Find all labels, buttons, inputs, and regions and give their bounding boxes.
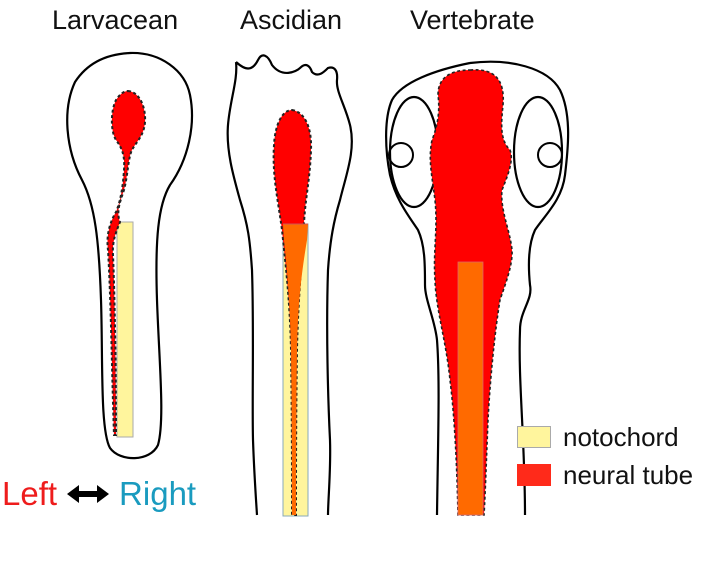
larvacean-embryo	[66, 51, 194, 460]
legend-label: notochord	[563, 421, 679, 452]
ascidian-overlap	[283, 224, 308, 515]
legend-item-notochord: notochord	[517, 418, 693, 456]
legend-label: neural tube	[563, 459, 694, 490]
left-label: Left	[2, 475, 58, 512]
legend: notochord neural tube	[517, 418, 693, 494]
ascidian-embryo	[226, 54, 353, 517]
left-right-axis-label: Left Right	[2, 474, 196, 514]
vertebrate-embryo	[385, 60, 570, 516]
ascidian-body-outline	[226, 54, 353, 516]
title-vertebrate: Vertebrate	[410, 5, 535, 35]
larvacean-notochord	[116, 221, 134, 438]
title-ascidian: Ascidian	[240, 5, 343, 35]
larvacean-neural-tube	[106, 89, 147, 436]
double-arrow-icon	[67, 485, 110, 503]
vertebrate-body-outline	[385, 60, 570, 516]
right-label: Right	[119, 475, 197, 512]
right-lens	[537, 142, 563, 168]
legend-item-neural-tube: neural tube	[517, 456, 693, 494]
larvacean-body-outline	[66, 51, 194, 460]
left-lens	[388, 142, 414, 168]
vertebrate-overlap-notochord	[457, 261, 484, 516]
neural-tube-swatch	[517, 464, 551, 486]
title-larvacean: Larvacean	[52, 5, 179, 35]
notochord-swatch	[517, 426, 551, 448]
